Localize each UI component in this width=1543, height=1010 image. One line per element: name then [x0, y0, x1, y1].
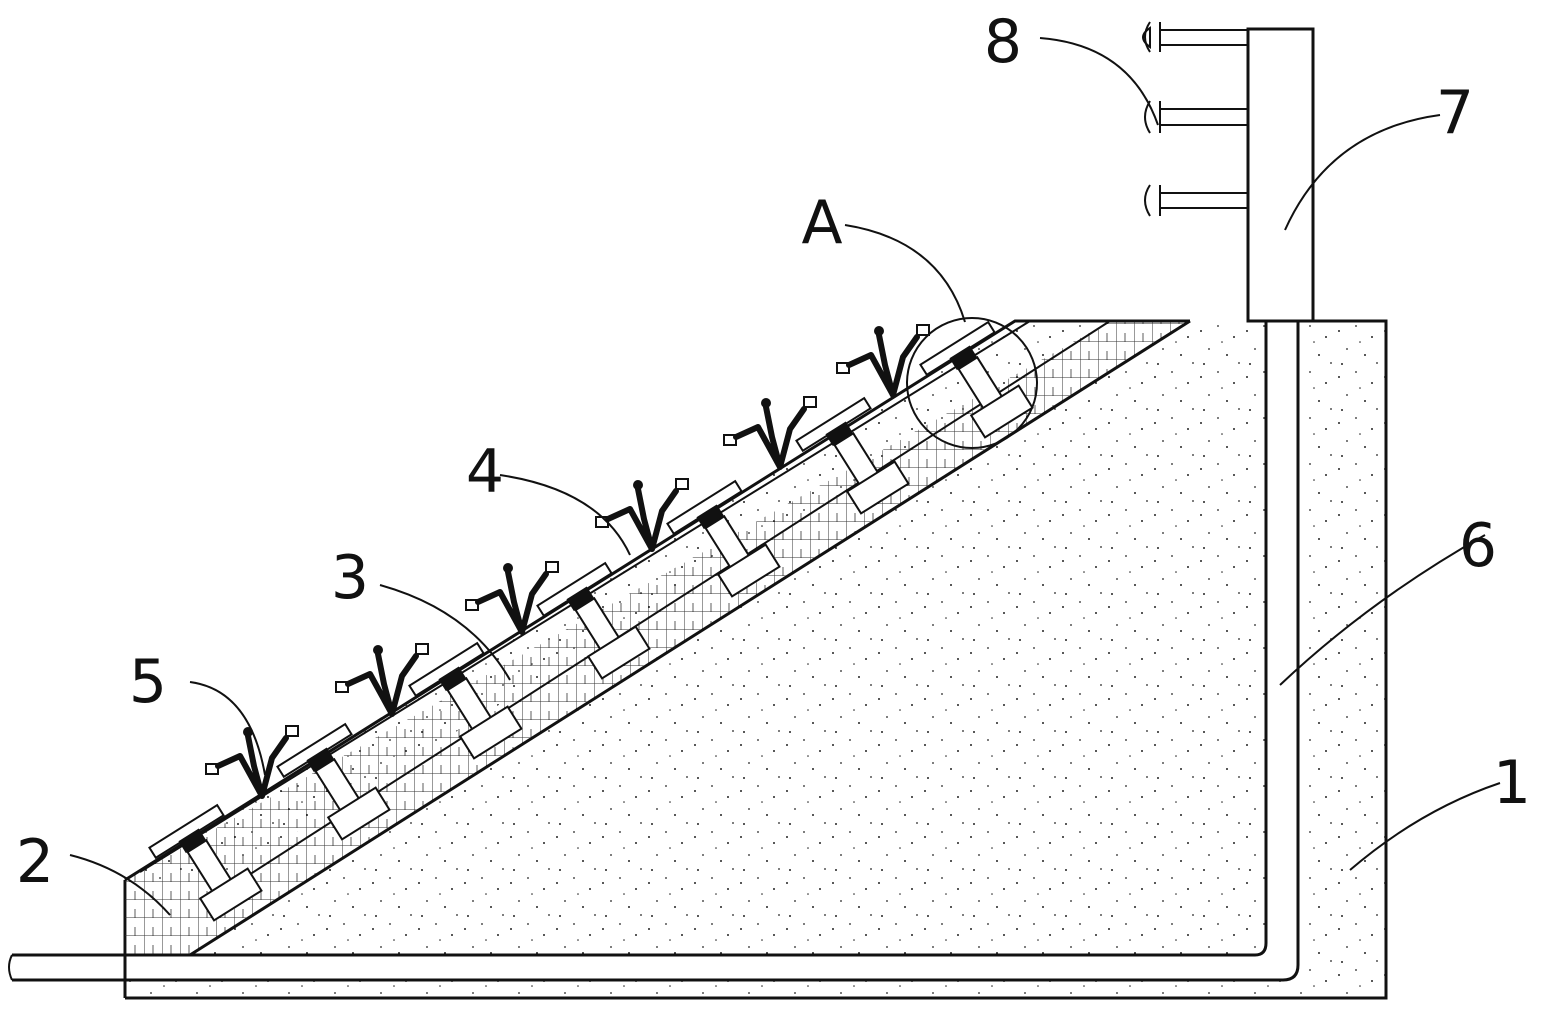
plant	[335, 643, 429, 717]
label-2: 2	[16, 827, 54, 897]
lamp	[1142, 21, 1248, 53]
label-6: 6	[1459, 511, 1497, 581]
plant	[465, 561, 559, 635]
lamps	[1142, 21, 1248, 217]
leader-lines	[69, 37, 1501, 916]
anchor-unit	[666, 479, 781, 598]
anchor-units	[148, 320, 1034, 922]
plant	[205, 725, 299, 799]
label-5: 5	[129, 647, 167, 717]
anchor-unit	[919, 320, 1034, 439]
anchor-unit	[795, 396, 910, 515]
drain-pipe	[8, 321, 1300, 982]
label-3: 3	[331, 543, 369, 613]
label-4: 4	[466, 437, 504, 507]
label-8: 8	[984, 7, 1022, 77]
label-7: 7	[1436, 78, 1474, 148]
anchor-unit	[536, 561, 651, 680]
label-a: A	[801, 188, 842, 258]
anchor-unit	[408, 641, 523, 760]
plant	[723, 396, 817, 470]
soil-body	[190, 321, 1266, 955]
plant	[836, 324, 930, 398]
plant	[595, 478, 689, 552]
lamp	[1144, 184, 1248, 217]
anchor-unit	[148, 803, 263, 922]
label-1: 1	[1493, 748, 1531, 818]
lamp	[1144, 100, 1248, 134]
post	[1246, 27, 1315, 323]
labels: 1 2 3 4 5 6 7 8 A	[16, 7, 1531, 897]
detail-circle-a	[906, 317, 1038, 449]
plants	[205, 324, 930, 799]
anchor-unit	[276, 722, 391, 841]
